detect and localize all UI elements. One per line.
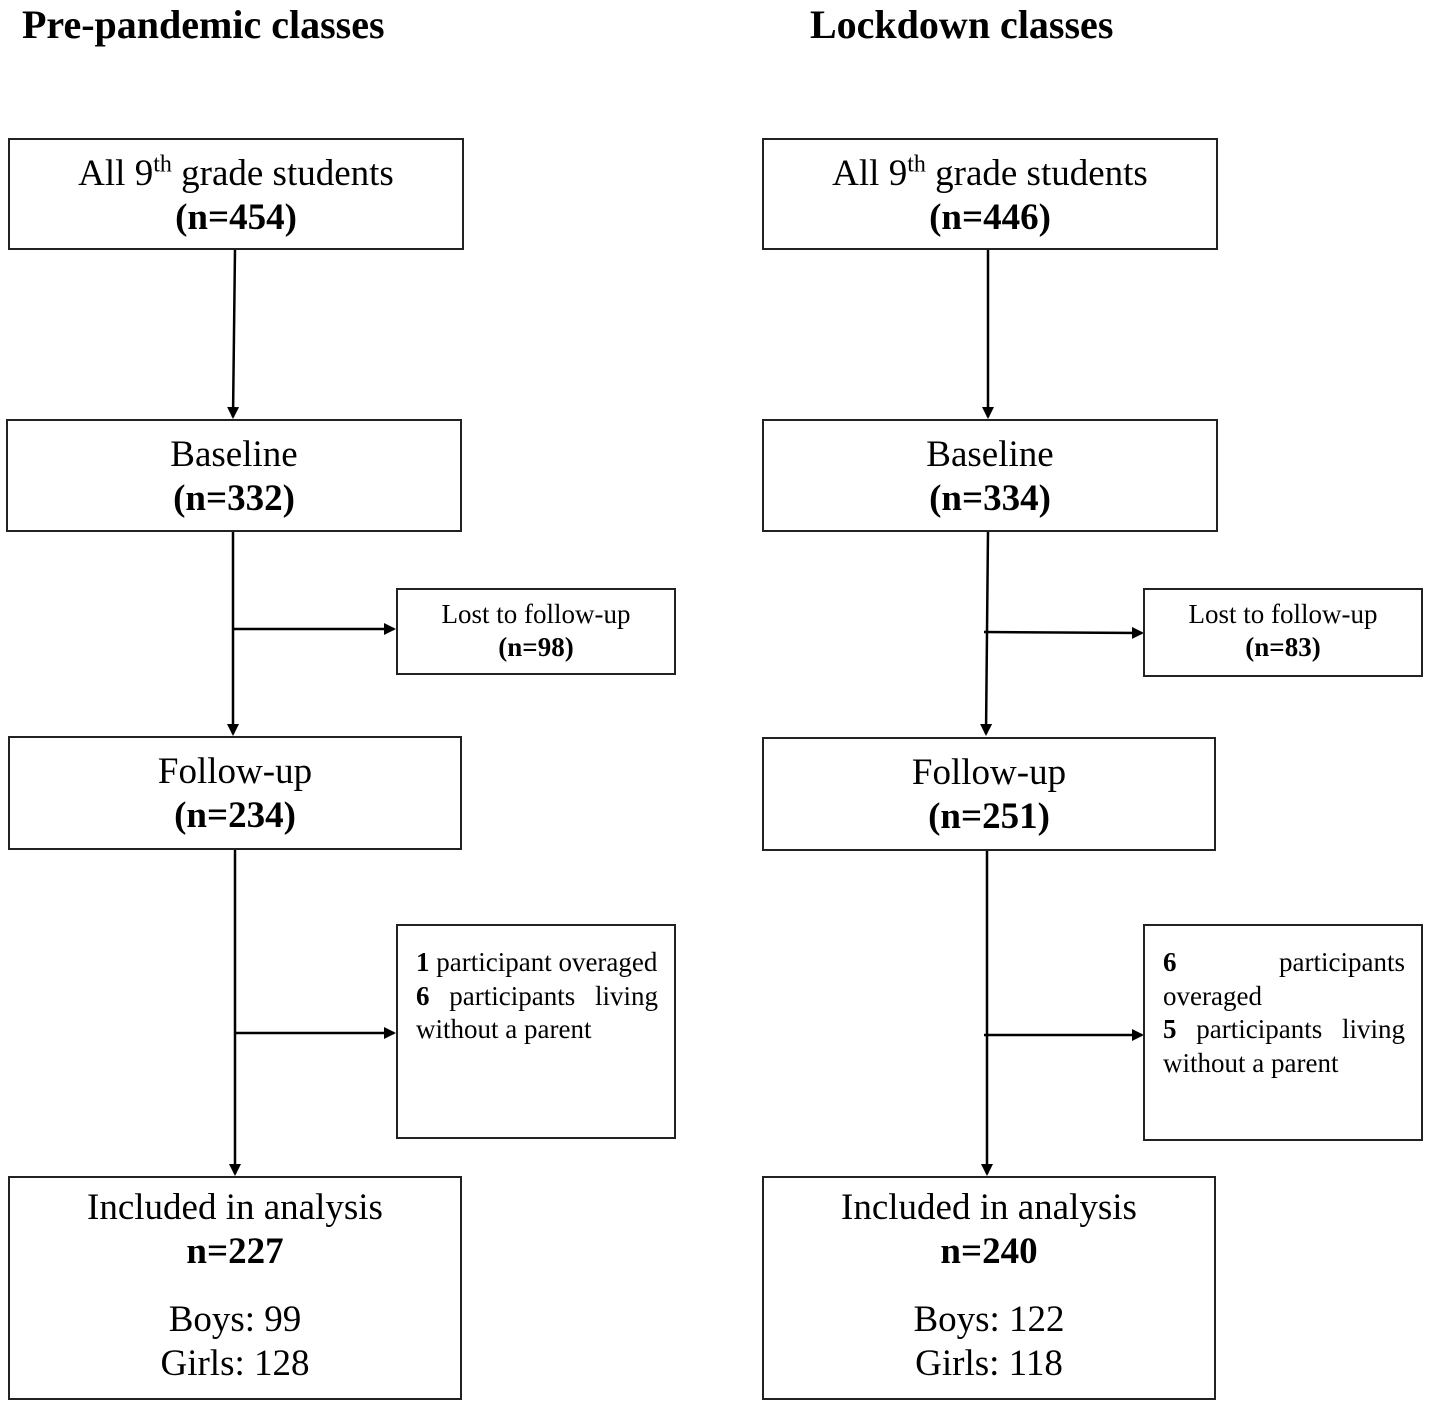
pre-included-boys: Boys: 99 (168, 1299, 302, 1340)
lock-excluded-box: 6 participants overaged 5 participants l… (1143, 924, 1423, 1141)
pre-followup-label: Follow-up (157, 751, 313, 792)
pre-excluded-item: 1 participant overaged (416, 947, 658, 977)
lock-followup-n: (n=251) (928, 796, 1050, 837)
lock-excluded-item: 5 participants living without a parent (1163, 1014, 1405, 1078)
lock-lost-n: (n=83) (1245, 632, 1321, 662)
lock-included-box: Included in analysis n=240 Boys: 122 Gir… (762, 1176, 1216, 1400)
arrow-lock-to-lost (983, 626, 1144, 639)
lock-lost-label: Lost to follow-up (1188, 599, 1378, 629)
pre-baseline-box: Baseline (n=332) (6, 419, 462, 532)
lock-followup-label: Follow-up (911, 752, 1067, 793)
pre-baseline-label: Baseline (170, 434, 298, 475)
pre-all-students-n: (n=454) (175, 197, 297, 238)
lock-baseline-n: (n=334) (929, 478, 1051, 519)
pre-lost-box: Lost to follow-up (n=98) (396, 588, 676, 675)
lock-all-students-label: All 9th grade students (832, 151, 1148, 194)
pre-included-n: n=227 (186, 1231, 284, 1272)
arrow-pre-all-to-baseline (227, 248, 240, 419)
lock-followup-box: Follow-up (n=251) (762, 737, 1216, 851)
lock-baseline-label: Baseline (926, 434, 1054, 475)
pre-lost-n: (n=98) (498, 632, 574, 662)
pre-lost-label: Lost to follow-up (441, 599, 631, 629)
pre-pandemic-title: Pre-pandemic classes (22, 2, 385, 47)
lock-baseline-box: Baseline (n=334) (762, 419, 1218, 532)
lock-included-girls: Girls: 118 (915, 1343, 1063, 1384)
lock-all-students-n: (n=446) (929, 197, 1051, 238)
pre-included-label: Included in analysis (87, 1187, 383, 1228)
pre-included-box: Included in analysis n=227 Boys: 99 Girl… (8, 1176, 462, 1400)
pre-followup-n: (n=234) (174, 795, 296, 836)
pre-excluded-item: 6 participants living without a parent (416, 980, 658, 1045)
lock-all-students-box: All 9th grade students (n=446) (762, 138, 1218, 250)
lock-lost-box: Lost to follow-up (n=83) (1143, 588, 1423, 677)
pre-excluded-box: 1 participant overaged 6 participants li… (396, 924, 676, 1139)
lock-excluded-item: 6 participants overaged (1163, 947, 1405, 1011)
pre-all-students-label: All 9th grade students (78, 151, 394, 194)
pre-baseline-n: (n=332) (173, 478, 295, 519)
lock-included-label: Included in analysis (841, 1187, 1137, 1228)
lock-included-boys: Boys: 122 (913, 1299, 1065, 1340)
pre-followup-box: Follow-up (n=234) (8, 736, 462, 850)
lock-included-n: n=240 (940, 1231, 1038, 1272)
lockdown-title: Lockdown classes (810, 2, 1114, 47)
pre-included-girls: Girls: 128 (160, 1343, 310, 1384)
pre-all-students-box: All 9th grade students (n=454) (8, 138, 464, 250)
